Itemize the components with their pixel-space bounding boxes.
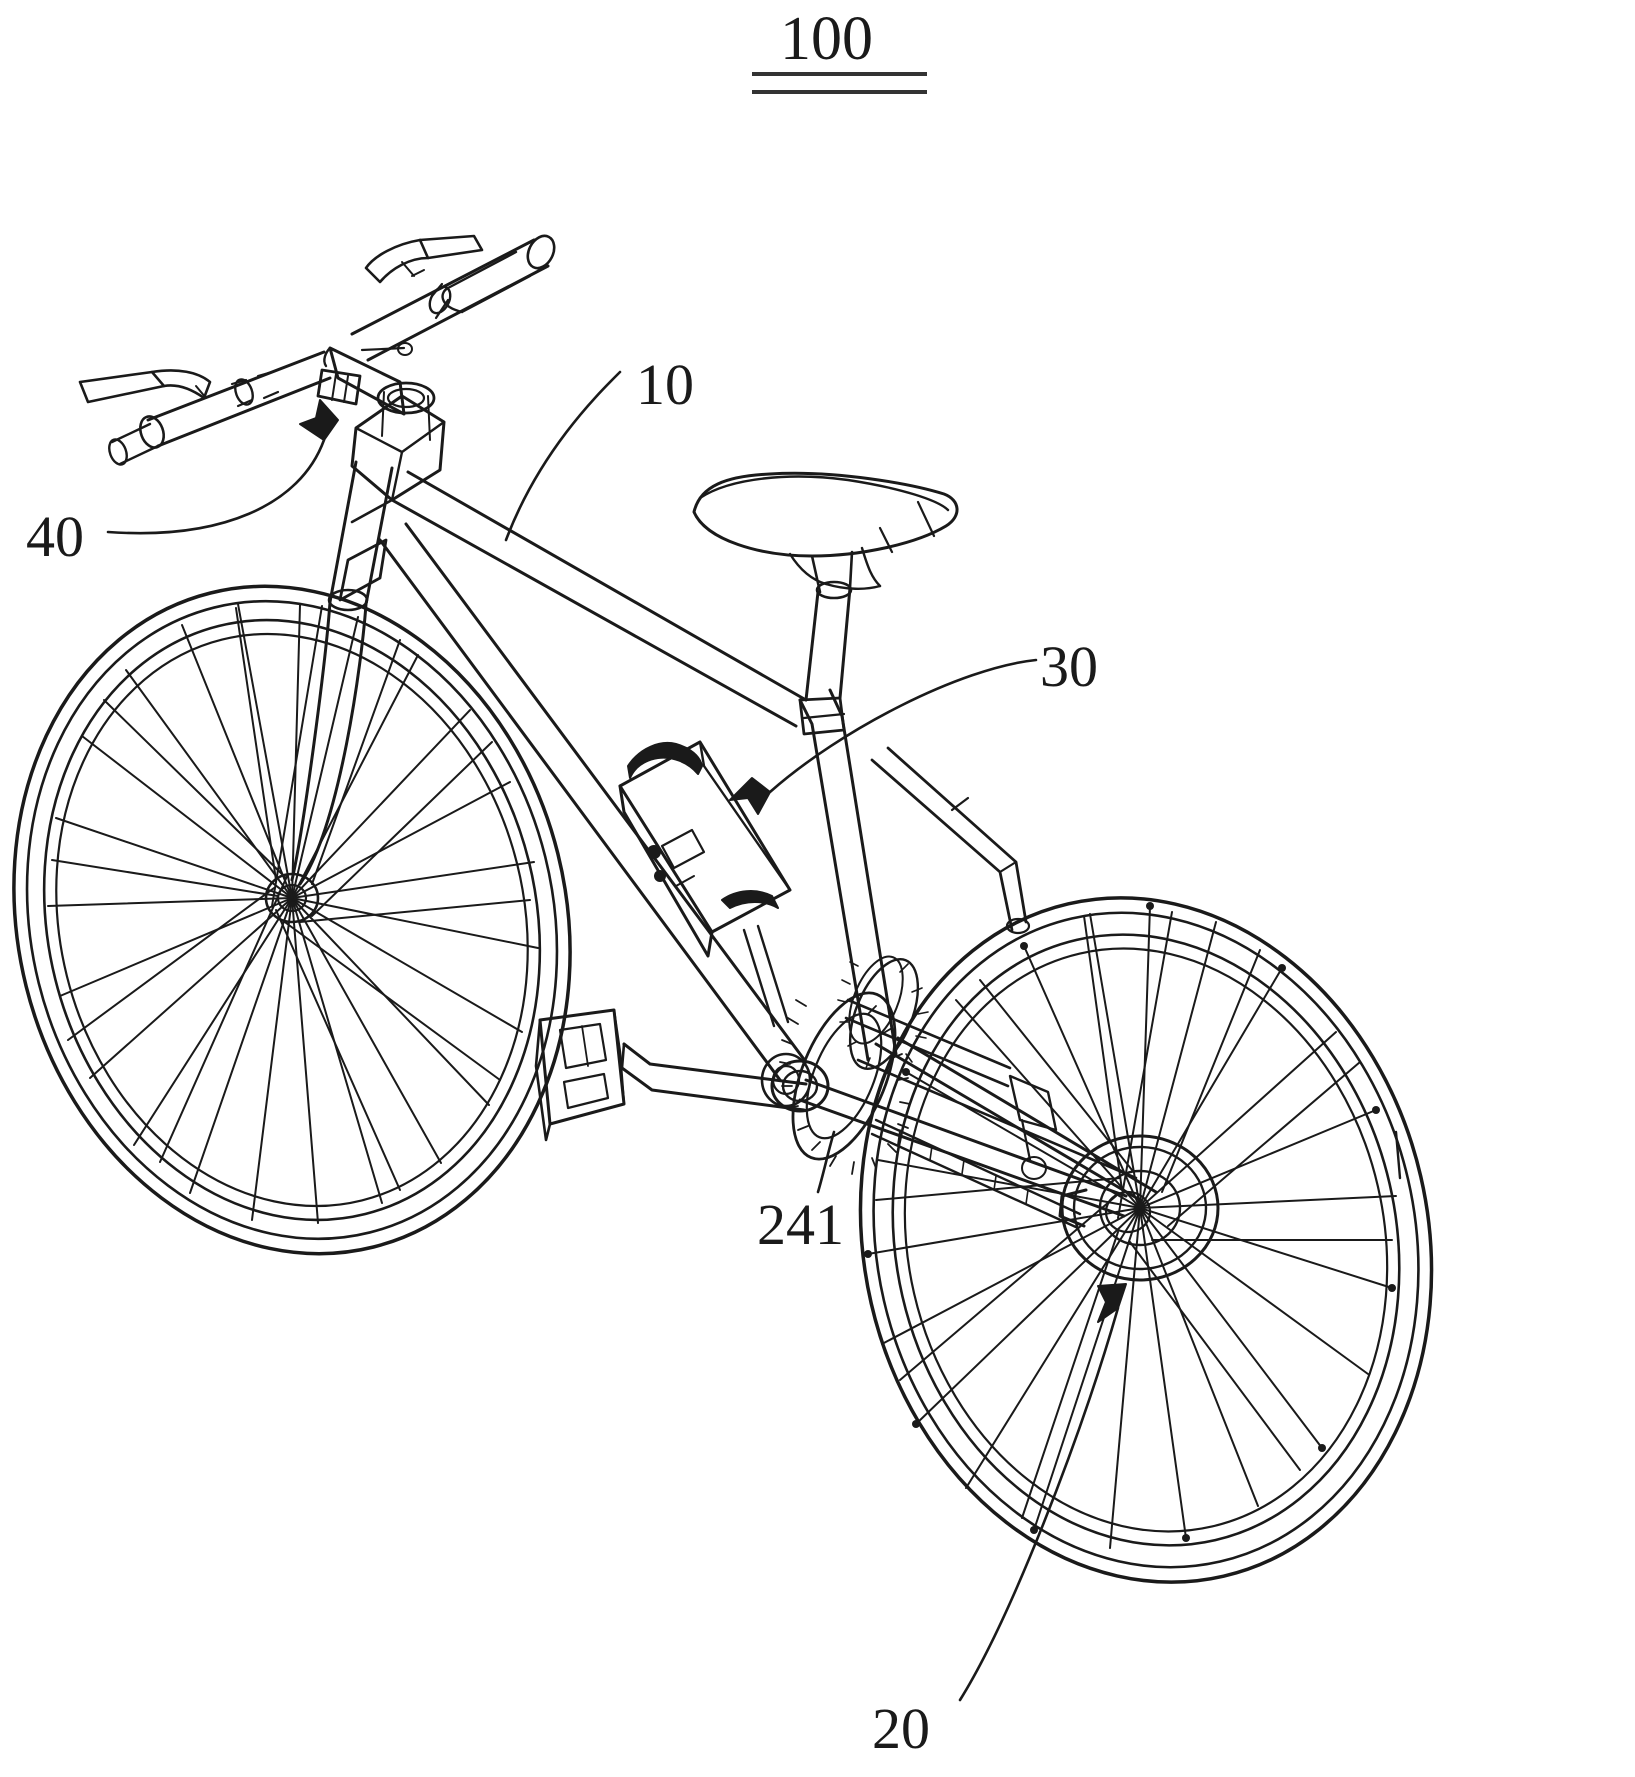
leader-lines: [106, 370, 1127, 1702]
front-spokes: [47, 603, 539, 1224]
front-fork: [290, 381, 446, 886]
ref-label-30: 30: [1040, 634, 1098, 699]
leader-20: [958, 1306, 1120, 1702]
title-rule-upper: [752, 72, 927, 76]
figure-number: 100: [780, 5, 873, 73]
leader-10: [504, 370, 622, 542]
saddle: [692, 471, 959, 594]
rear-spokes: [864, 902, 1397, 1549]
ref-label-10: 10: [636, 352, 694, 417]
frame: [338, 470, 1158, 1218]
ref-label-20: 20: [872, 1696, 930, 1761]
pedal: [534, 1008, 626, 1142]
leader-241: [816, 1130, 836, 1194]
leader-40: [106, 438, 326, 535]
handlebar-control-unit: [316, 342, 413, 406]
handlebar: [78, 234, 556, 466]
rear-cassette: [837, 955, 929, 1075]
leader-30: [768, 658, 1038, 794]
title-rule-lower: [752, 90, 927, 94]
rear-wheel: [858, 896, 1434, 1584]
battery-pack: [618, 740, 792, 1028]
front-wheel: [12, 584, 572, 1256]
drivetrain: [534, 955, 1082, 1230]
ref-label-241: 241: [757, 1192, 844, 1257]
ref-label-40: 40: [26, 504, 84, 569]
